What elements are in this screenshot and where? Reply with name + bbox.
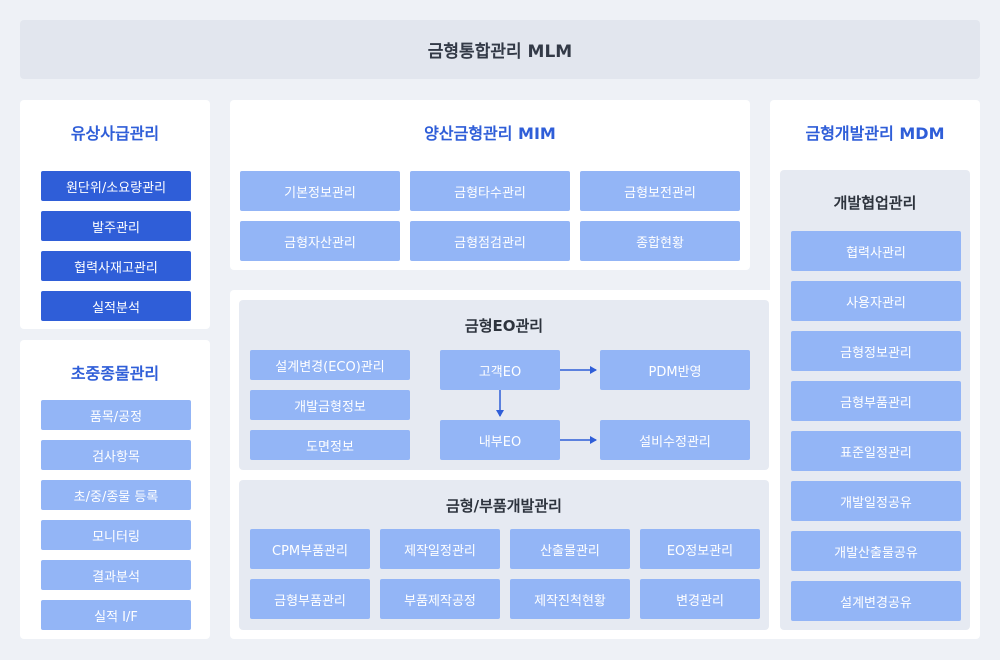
left-bottom-item[interactable]: 모니터링 — [41, 520, 191, 550]
pdm-box[interactable]: PDM반영 — [600, 350, 750, 390]
mdm-item[interactable]: 개발일정공유 — [791, 481, 961, 521]
left-top-item[interactable]: 실적분석 — [41, 291, 191, 321]
left-bottom-item[interactable]: 결과분석 — [41, 560, 191, 590]
parts-item[interactable]: 부품제작공정 — [380, 579, 500, 619]
left-bottom-item[interactable]: 실적 I/F — [41, 600, 191, 630]
left-top-item[interactable]: 협력사재고관리 — [41, 251, 191, 281]
mdm-item[interactable]: 개발산출물공유 — [791, 531, 961, 571]
mdm-item[interactable]: 협력사관리 — [791, 231, 961, 271]
parts-item[interactable]: EO정보관리 — [640, 529, 760, 569]
eo-left-item[interactable]: 설계변경(ECO)관리 — [250, 350, 410, 380]
parts-item[interactable]: 제작일정관리 — [380, 529, 500, 569]
internal-eo-box[interactable]: 내부EO — [440, 420, 560, 460]
mim-item[interactable]: 종합현황 — [580, 221, 740, 261]
parts-item[interactable]: 산출물관리 — [510, 529, 630, 569]
mim-item[interactable]: 기본정보관리 — [240, 171, 400, 211]
customer-eo-box[interactable]: 고객EO — [440, 350, 560, 390]
eo-title: 금형EO관리 — [464, 317, 544, 335]
eo-left-item[interactable]: 개발금형정보 — [250, 390, 410, 420]
mim-item[interactable]: 금형타수관리 — [410, 171, 570, 211]
mdm-item[interactable]: 금형부품관리 — [791, 381, 961, 421]
left-bottom-item[interactable]: 검사항목 — [41, 440, 191, 470]
mim-title: 양산금형관리 MIM — [424, 124, 556, 143]
mim-item[interactable]: 금형보전관리 — [580, 171, 740, 211]
left-bottom-item[interactable]: 품목/공정 — [41, 400, 191, 430]
parts-item[interactable]: 변경관리 — [640, 579, 760, 619]
left-bottom-panel: 초중종물관리 품목/공정 검사항목 초/중/종물 등록 모니터링 결과분석 실적… — [20, 340, 210, 639]
parts-panel: 금형/부품개발관리 CPM부품관리 제작일정관리 산출물관리 EO정보관리 금형… — [239, 480, 769, 630]
eo-panel: 금형EO관리 설계변경(ECO)관리 개발금형정보 도면정보 고객EO PDM반… — [239, 300, 769, 470]
collab-panel: 개발협업관리 협력사관리 사용자관리 금형정보관리 금형부품관리 표준일정관리 … — [780, 170, 970, 630]
mim-item[interactable]: 금형점검관리 — [410, 221, 570, 261]
left-top-panel: 유상사급관리 원단위/소요량관리 발주관리 협력사재고관리 실적분석 — [20, 100, 210, 329]
mid-container: 금형EO관리 설계변경(ECO)관리 개발금형정보 도면정보 고객EO PDM반… — [230, 290, 780, 639]
mdm-item[interactable]: 표준일정관리 — [791, 431, 961, 471]
mdm-item[interactable]: 사용자관리 — [791, 281, 961, 321]
left-top-item[interactable]: 원단위/소요량관리 — [41, 171, 191, 201]
mdm-title: 금형개발관리 MDM — [805, 124, 945, 143]
left-bottom-title: 초중종물관리 — [70, 364, 160, 383]
collab-title: 개발협업관리 — [833, 194, 917, 212]
parts-item[interactable]: 금형부품관리 — [250, 579, 370, 619]
eo-left-item[interactable]: 도면정보 — [250, 430, 410, 460]
mim-item[interactable]: 금형자산관리 — [240, 221, 400, 261]
page-title: 금형통합관리 MLM — [427, 42, 573, 62]
left-bottom-item[interactable]: 초/중/종물 등록 — [41, 480, 191, 510]
mdm-item[interactable]: 설계변경공유 — [791, 581, 961, 621]
left-top-title: 유상사급관리 — [70, 124, 160, 143]
mdm-panel: 금형개발관리 MDM 개발협업관리 협력사관리 사용자관리 금형정보관리 금형부… — [770, 100, 980, 639]
parts-item[interactable]: CPM부품관리 — [250, 529, 370, 569]
left-top-item[interactable]: 발주관리 — [41, 211, 191, 241]
eo-flow-arrows — [496, 366, 597, 444]
header-bar: 금형통합관리 MLM — [20, 20, 980, 79]
parts-item[interactable]: 제작진척현황 — [510, 579, 630, 619]
parts-title: 금형/부품개발관리 — [446, 497, 562, 515]
equipment-box[interactable]: 설비수정관리 — [600, 420, 750, 460]
mim-panel: 양산금형관리 MIM 기본정보관리 금형타수관리 금형보전관리 금형자산관리 금… — [230, 100, 750, 270]
mdm-item[interactable]: 금형정보관리 — [791, 331, 961, 371]
